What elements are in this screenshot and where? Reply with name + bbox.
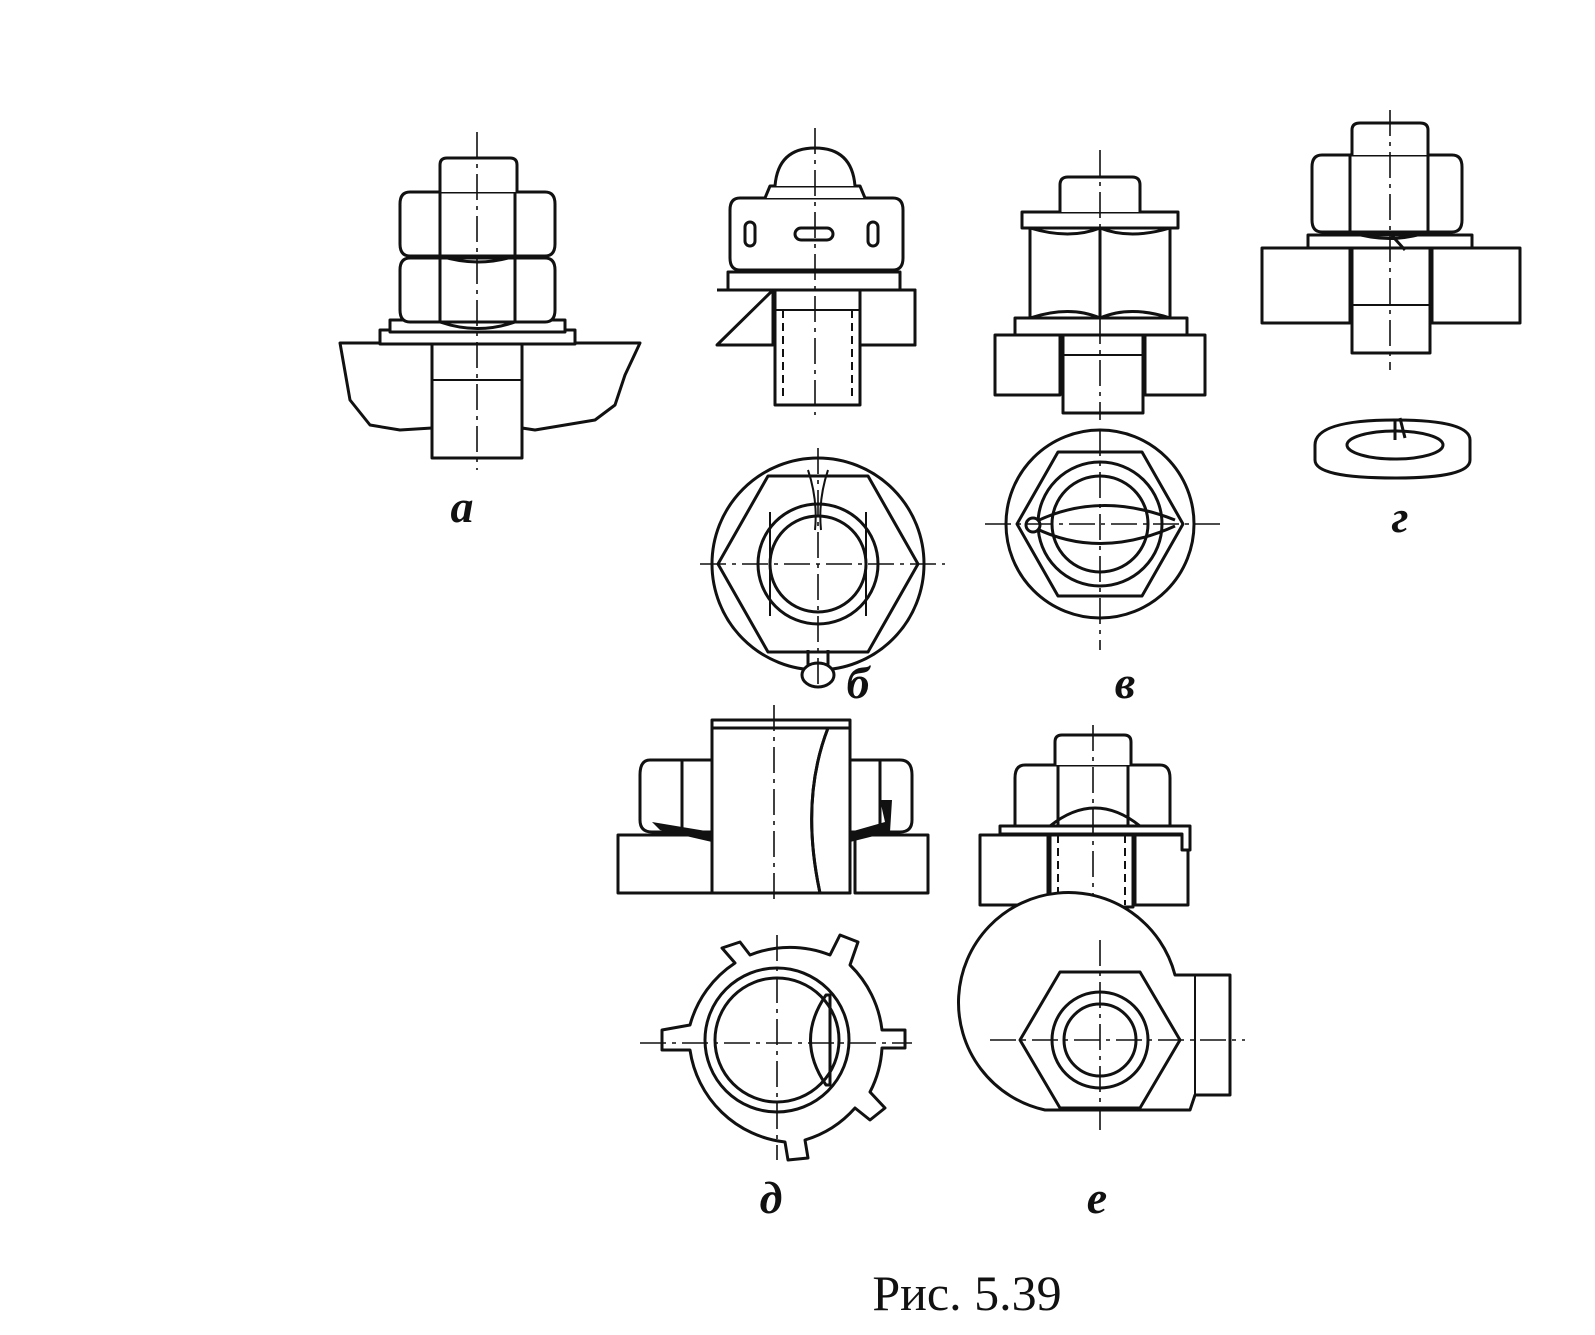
drawing-b-castle-nut [700, 128, 945, 690]
label-v: в [1115, 657, 1136, 708]
drawing-e-bent-washer [957, 725, 1245, 1130]
drawing-g-spring-washer [1260, 110, 1522, 480]
drawing-v-wire-pin [985, 150, 1220, 650]
label-g: г [1392, 491, 1409, 542]
label-e: е [1087, 1172, 1107, 1223]
label-a: а [451, 481, 474, 532]
label-b: б [847, 657, 872, 708]
figure-caption: Рис. 5.39 [872, 1265, 1061, 1321]
drawing-a-locknut [338, 132, 642, 470]
label-d: д [760, 1172, 783, 1223]
drawing-d-tab-washer [616, 705, 930, 1162]
